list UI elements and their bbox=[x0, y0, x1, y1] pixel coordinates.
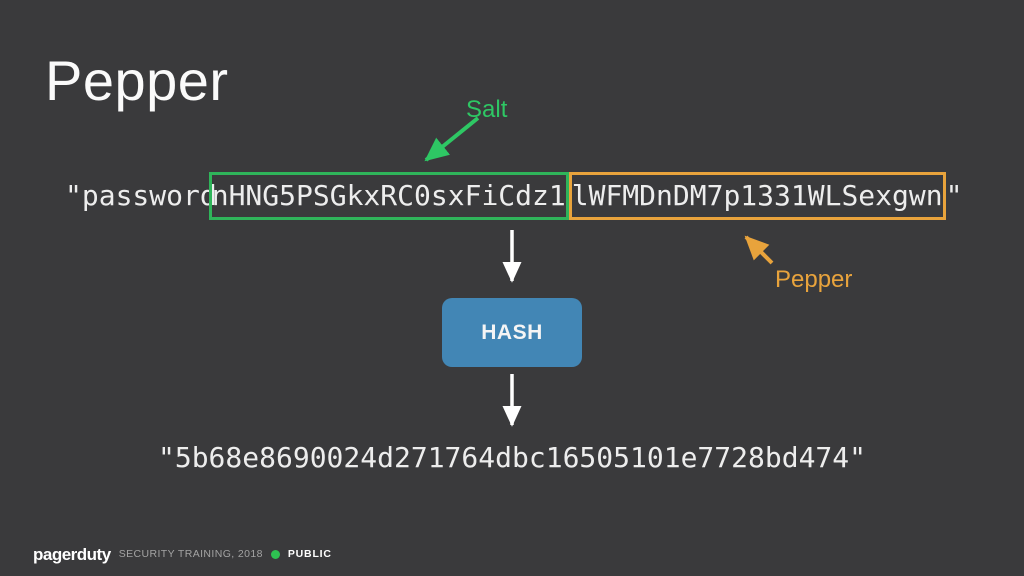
salt-label: Salt bbox=[466, 96, 508, 123]
salt-box: nHNG5PSGkxRC0sxFiCdz1 bbox=[208, 172, 569, 220]
input-string: "password nHNG5PSGkxRC0sxFiCdz1 lWFMDnDM… bbox=[65, 172, 962, 220]
hash-box-label: HASH bbox=[481, 320, 543, 344]
pepper-label: Pepper bbox=[775, 266, 853, 293]
footer: pagerduty SECURITY TRAINING, 2018 PUBLIC bbox=[33, 546, 332, 563]
hash-box: HASH bbox=[442, 298, 582, 367]
salt-arrow bbox=[424, 116, 480, 162]
pagerduty-logo: pagerduty bbox=[33, 545, 111, 564]
public-badge: PUBLIC bbox=[287, 548, 332, 561]
footer-text: SECURITY TRAINING, 2018 bbox=[118, 548, 263, 561]
slide-title: Pepper bbox=[45, 49, 229, 112]
input-prefix: "password bbox=[65, 179, 217, 213]
pepper-box: lWFMDnDM7p1331WLSexgwn bbox=[568, 172, 946, 220]
public-dot-icon bbox=[270, 550, 280, 559]
pepper-arrow bbox=[744, 235, 774, 265]
input-suffix: " bbox=[945, 179, 963, 213]
output-hash: "5b68e8690024d271764dbc16505101e7728bd47… bbox=[157, 441, 866, 474]
